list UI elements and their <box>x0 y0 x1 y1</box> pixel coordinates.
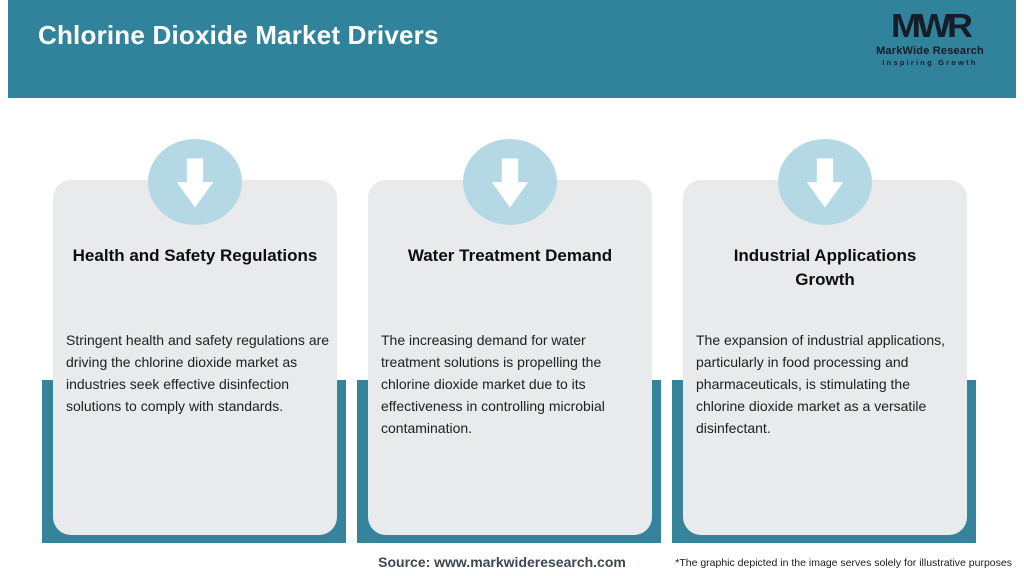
source-text: Source: www.markwideresearch.com <box>378 554 626 570</box>
driver-card-health-safety: Health and Safety Regulations Stringent … <box>53 180 337 535</box>
markwide-research-logo: MWR MarkWide Research Inspiring Growth <box>860 8 1000 67</box>
logo-name: MarkWide Research <box>876 45 984 57</box>
arrow-down-icon <box>490 154 530 210</box>
arrow-badge <box>148 139 242 225</box>
card-body: The increasing demand for water treatmen… <box>381 332 605 436</box>
card-title: Water Treatment Demand <box>407 246 613 265</box>
logo-tagline: Inspiring Growth <box>882 58 978 67</box>
arrow-down-icon <box>805 154 845 210</box>
card-title: Industrial Applications Growth <box>733 246 917 289</box>
card-title: Health and Safety Regulations <box>72 246 318 265</box>
header-bar: Chlorine Dioxide Market Drivers MWR Mark… <box>8 0 1016 98</box>
disclaimer-text: *The graphic depicted in the image serve… <box>675 557 1012 569</box>
driver-card-industrial-applications: Industrial Applications Growth The expan… <box>683 180 967 535</box>
driver-card-water-treatment: Water Treatment Demand The increasing de… <box>368 180 652 535</box>
logo-monogram: MWR <box>891 6 973 45</box>
card-body: Stringent health and safety regulations … <box>66 332 330 414</box>
card-body: The expansion of industrial applications… <box>696 332 946 436</box>
arrow-badge <box>463 139 557 225</box>
page-title: Chlorine Dioxide Market Drivers <box>38 20 439 50</box>
arrow-down-icon <box>175 154 215 210</box>
arrow-badge <box>778 139 872 225</box>
